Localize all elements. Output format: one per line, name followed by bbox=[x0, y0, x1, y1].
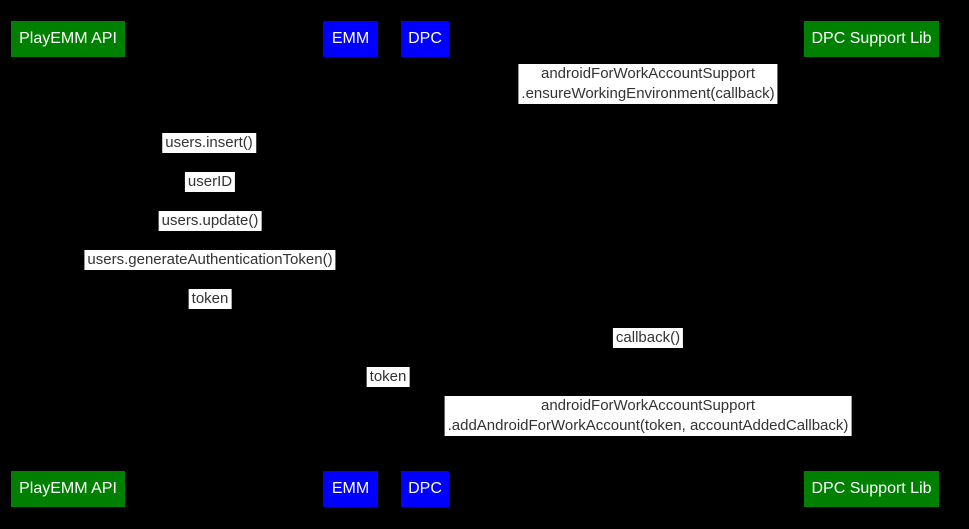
arrow-user-id bbox=[68, 197, 350, 198]
lifeline-playemm-api bbox=[67, 58, 68, 471]
participant-dpc-support-lib-bottom: DPC Support Lib bbox=[804, 471, 939, 507]
arrow-ensure-working-environment bbox=[425, 109, 871, 110]
message-ensure-working-environment: androidForWorkAccountSupport .ensureWork… bbox=[518, 64, 778, 104]
message-users-insert: users.insert() bbox=[162, 133, 256, 153]
participant-dpc-bottom: DPC bbox=[401, 471, 449, 507]
message-line: token bbox=[369, 368, 407, 385]
participant-label: DPC bbox=[408, 30, 442, 47]
participant-emm-bottom: EMM bbox=[323, 471, 378, 507]
message-line: callback() bbox=[615, 329, 681, 346]
arrow-token-return bbox=[68, 314, 350, 315]
lifeline-emm bbox=[350, 58, 351, 471]
participant-label: DPC bbox=[408, 480, 442, 497]
arrow-generate-auth-token bbox=[68, 275, 350, 276]
participant-emm-top: EMM bbox=[323, 21, 378, 57]
message-callback: callback() bbox=[612, 328, 684, 348]
message-generate-auth-token: users.generateAuthenticationToken() bbox=[84, 250, 336, 270]
message-line: users.insert() bbox=[165, 134, 253, 151]
participant-dpc-top: DPC bbox=[401, 21, 449, 57]
message-line: .ensureWorkingEnvironment(callback) bbox=[521, 85, 775, 102]
participant-label: PlayEMM API bbox=[19, 480, 117, 497]
arrow-users-insert bbox=[68, 158, 350, 159]
message-token-return: token bbox=[188, 289, 232, 309]
message-line: token bbox=[191, 290, 229, 307]
participant-label: EMM bbox=[331, 480, 370, 497]
message-users-update: users.update() bbox=[158, 211, 262, 231]
message-line: userID bbox=[187, 173, 233, 190]
participant-label: DPC Support Lib bbox=[811, 30, 932, 47]
arrow-users-update bbox=[68, 236, 350, 237]
participant-playemm-api-top: PlayEMM API bbox=[11, 21, 125, 57]
arrow-callback bbox=[425, 353, 871, 354]
participant-label: PlayEMM API bbox=[19, 30, 117, 47]
arrow-token-to-dpc bbox=[350, 392, 425, 393]
arrow-add-afw-account bbox=[425, 441, 871, 442]
participant-label: DPC Support Lib bbox=[811, 480, 932, 497]
message-line: androidForWorkAccountSupport bbox=[540, 65, 755, 82]
message-add-afw-account: androidForWorkAccountSupport .addAndroid… bbox=[444, 396, 852, 436]
message-user-id: userID bbox=[184, 172, 236, 192]
participant-dpc-support-lib-top: DPC Support Lib bbox=[804, 21, 939, 57]
lifeline-dpc-support-lib bbox=[871, 58, 872, 471]
participant-label: EMM bbox=[331, 30, 370, 47]
lifeline-dpc bbox=[424, 58, 425, 471]
participant-playemm-api-bottom: PlayEMM API bbox=[11, 471, 125, 507]
message-line: .addAndroidForWorkAccount(token, account… bbox=[447, 417, 849, 434]
message-line: androidForWorkAccountSupport bbox=[541, 397, 755, 414]
message-line: users.generateAuthenticationToken() bbox=[87, 251, 333, 268]
message-token-to-dpc: token bbox=[366, 367, 410, 387]
message-line: users.update() bbox=[161, 212, 259, 229]
